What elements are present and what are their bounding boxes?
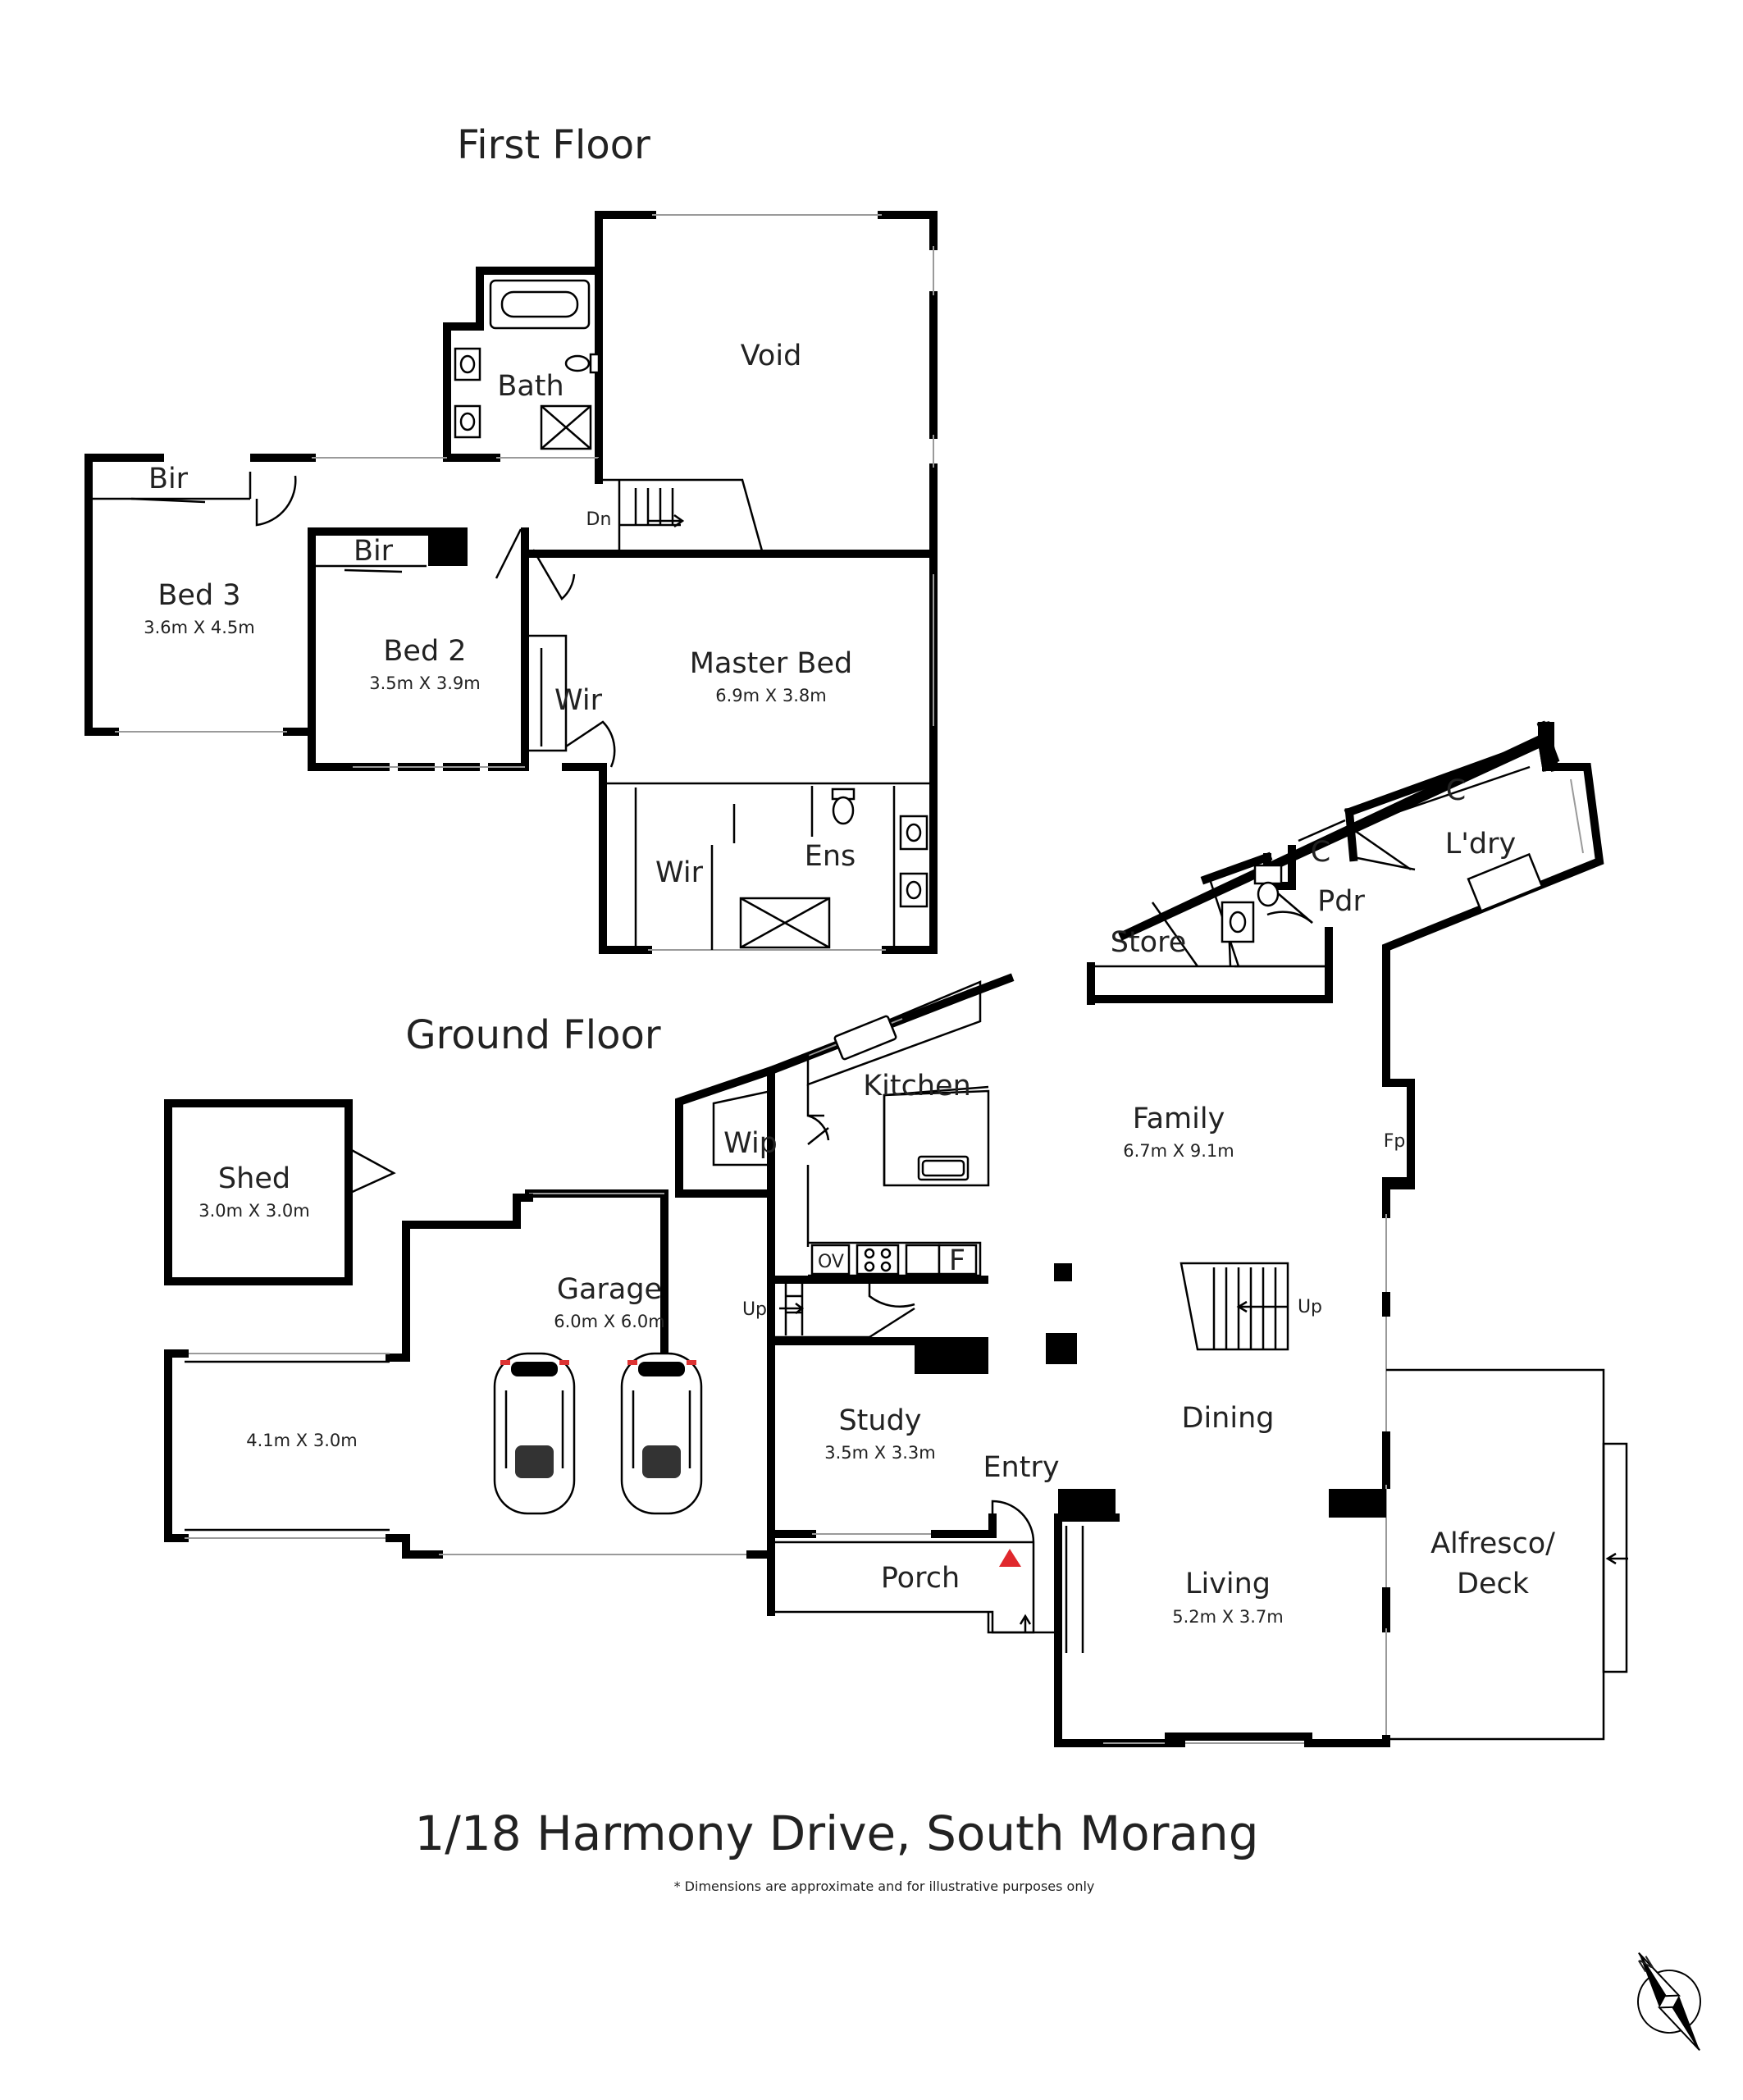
room-bir-bed2-label: Bir	[354, 535, 394, 568]
room-dining-label: Dining	[1182, 1402, 1275, 1435]
room-alfresco-label-1: Alfresco/	[1430, 1527, 1555, 1560]
room-garage-size: 6.0m X 6.0m	[554, 1312, 664, 1331]
room-void-label: Void	[741, 340, 802, 372]
room-master-bed-label: Master Bed	[690, 647, 852, 680]
room-alfresco-label-2: Deck	[1457, 1568, 1530, 1600]
room-bed2-label: Bed 2	[383, 635, 466, 668]
oven-label: OV	[818, 1252, 844, 1272]
room-bed3-size: 3.6m X 4.5m	[144, 618, 254, 637]
disclaimer-text: * Dimensions are approximate and for ill…	[674, 1879, 1095, 1894]
room-bed3-label: Bed 3	[157, 579, 240, 612]
first-floor-heading: First Floor	[457, 122, 650, 168]
north-compass-icon: N	[1634, 1951, 1701, 2052]
first-floor-plan	[84, 211, 938, 954]
room-store-label: Store	[1111, 926, 1187, 959]
room-wir-lower-label: Wir	[655, 856, 704, 889]
room-c2-label: C	[1446, 774, 1466, 807]
stair-up-main-label: Up	[1298, 1297, 1322, 1317]
room-ens-label: Ens	[805, 840, 856, 873]
room-garage-label: Garage	[557, 1273, 662, 1306]
stair-down-label: Dn	[586, 509, 612, 530]
room-bath-label: Bath	[497, 370, 564, 403]
room-carport-size: 4.1m X 3.0m	[246, 1431, 357, 1450]
stair-up-garage-label: Up	[742, 1299, 767, 1320]
car-icon-left	[493, 1352, 576, 1515]
room-study-size: 3.5m X 3.3m	[824, 1443, 935, 1463]
room-ldry-label: L'dry	[1445, 828, 1516, 861]
ground-floor-heading: Ground Floor	[405, 1012, 660, 1058]
room-bed2-size: 3.5m X 3.9m	[369, 673, 480, 693]
room-porch-label: Porch	[881, 1562, 960, 1595]
room-shed-label: Shed	[218, 1162, 290, 1195]
room-pdr-label: Pdr	[1317, 885, 1365, 918]
room-living-label: Living	[1185, 1568, 1271, 1600]
property-address: 1/18 Harmony Drive, South Morang	[414, 1806, 1258, 1861]
room-shed-size: 3.0m X 3.0m	[198, 1201, 309, 1221]
room-wir-upper-label: Wir	[554, 684, 603, 717]
room-wip-label: Wip	[723, 1127, 778, 1160]
room-family-size: 6.7m X 9.1m	[1123, 1141, 1234, 1161]
room-fp-label: Fp	[1384, 1131, 1406, 1152]
room-living-size: 5.2m X 3.7m	[1172, 1607, 1283, 1627]
room-entry-label: Entry	[983, 1451, 1059, 1484]
room-c1-label: C	[1311, 836, 1330, 869]
ground-floor-plan	[164, 720, 1628, 1747]
car-icon-right	[620, 1352, 703, 1515]
fridge-label: F	[949, 1244, 965, 1277]
room-study-label: Study	[838, 1404, 921, 1437]
room-labels: Void Bath Bir Bir Bed 3 3.6m X 4.5m Bed …	[144, 340, 1555, 1627]
entry-marker-icon	[999, 1549, 1021, 1567]
room-kitchen-label: Kitchen	[863, 1070, 971, 1102]
room-master-bed-size: 6.9m X 3.8m	[715, 686, 826, 705]
room-family-label: Family	[1133, 1102, 1225, 1135]
room-bir-bed3-label: Bir	[148, 463, 189, 495]
